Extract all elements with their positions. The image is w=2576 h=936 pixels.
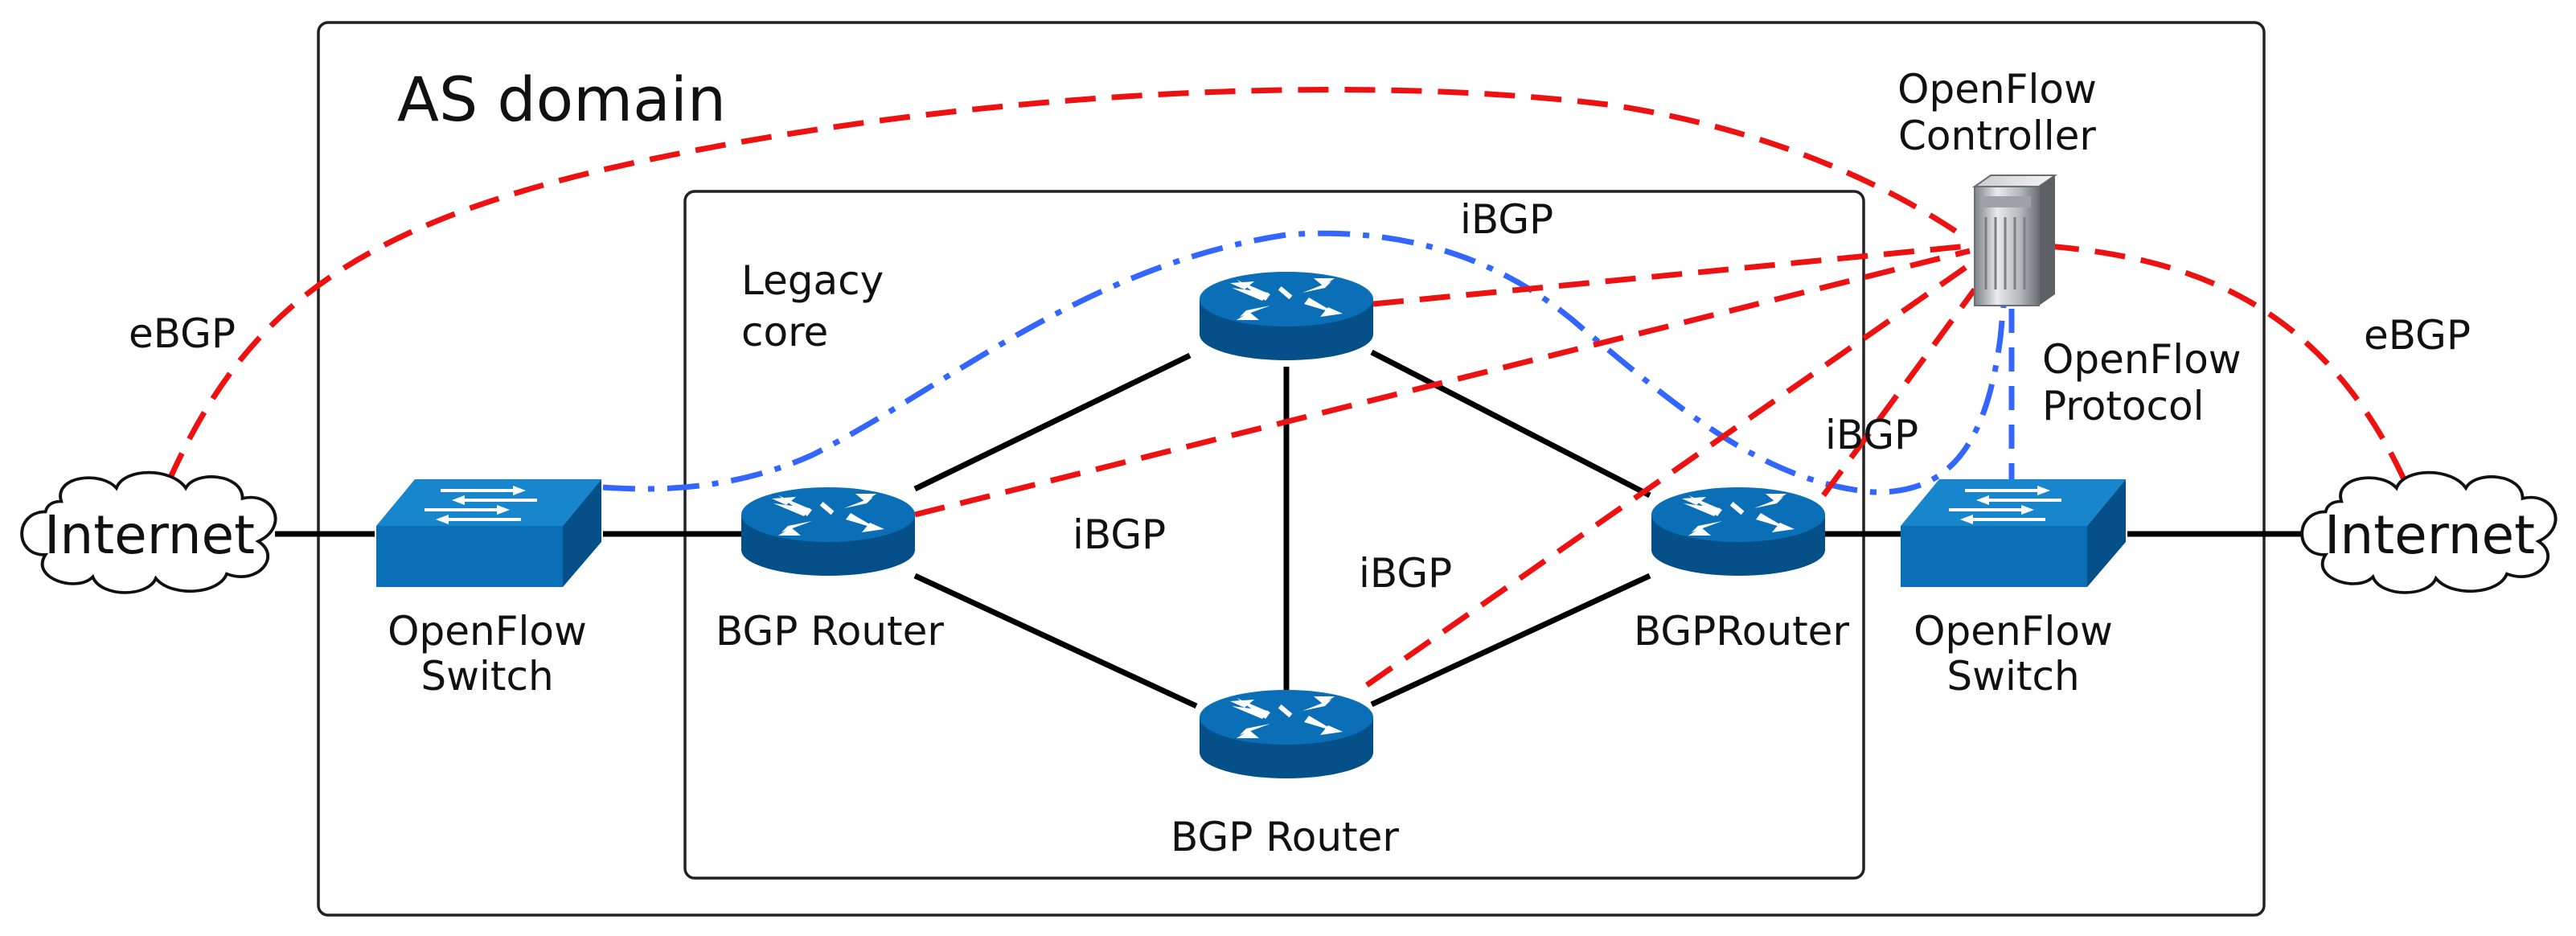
ibgp-middle-left-label: iBGP: [1073, 511, 1166, 558]
ibgp-session-router-top: [1372, 243, 1969, 307]
ibgp-session-router-left: [914, 248, 1971, 518]
internet-right-label: Internet: [2324, 504, 2535, 566]
router-left-label: BGP Router: [716, 608, 944, 655]
ibgp-session-router-bottom: [1364, 257, 1980, 688]
router-icon: [741, 487, 915, 576]
legacy-core-label-line1: Legacy: [741, 257, 884, 304]
switch-icon: [375, 478, 603, 589]
link-router-bottom-router-right: [1370, 573, 1651, 708]
switch-icon: [1899, 478, 2127, 589]
link-router-left-router-top: [913, 352, 1192, 492]
ebgp-session-right: [2048, 243, 2407, 481]
ebgp-left-label: eBGP: [129, 310, 236, 357]
bgp-sessions: [166, 87, 2407, 688]
openflow-controller: OpenFlow Controller: [1897, 66, 2097, 306]
ebgp-right-label: eBGP: [2364, 312, 2471, 359]
ibgp-middle-label: iBGP: [1359, 550, 1452, 597]
switch-left-label-line1: OpenFlow: [388, 608, 587, 655]
router-icon: [1651, 487, 1825, 576]
openflow-session-left-switch: [602, 230, 2007, 495]
as-domain-frame: [317, 21, 2266, 917]
openflow-protocol-label-line2: Protocol: [2042, 383, 2205, 429]
switch-right-label-line2: Switch: [1946, 653, 2079, 700]
ibgp-right-label: iBGP: [1825, 412, 1918, 458]
physical-links: [275, 349, 2303, 709]
bgp-router-left: BGP Router: [716, 487, 944, 655]
switch-left-label-line2: Switch: [420, 653, 553, 700]
openflow-sessions: [602, 230, 2015, 495]
internet-cloud-left: Internet: [20, 470, 277, 594]
router-bottom-label: BGP Router: [1171, 814, 1399, 860]
openflow-switch-left: OpenFlow Switch: [375, 478, 603, 700]
ibgp-session-router-right: [1821, 287, 1977, 498]
ebgp-session-left: [166, 87, 1970, 482]
openflow-protocol-label-line1: OpenFlow: [2042, 336, 2242, 383]
bgp-router-right: BGPRouter: [1634, 487, 1849, 655]
ibgp-top-label: iBGP: [1460, 196, 1553, 243]
controller-label-line2: Controller: [1898, 113, 2096, 159]
internet-cloud-right: Internet: [2300, 470, 2558, 594]
controller-label-line1: OpenFlow: [1897, 66, 2097, 113]
bgp-router-top: [1200, 272, 1373, 360]
as-domain-label: AS domain: [397, 64, 726, 135]
openflow-switch-right: OpenFlow Switch: [1899, 478, 2127, 700]
router-icon: [1200, 272, 1373, 360]
legacy-core-label-line2: core: [741, 309, 828, 355]
switch-right-label-line1: OpenFlow: [1914, 608, 2113, 655]
internet-left-label: Internet: [44, 504, 255, 566]
link-router-left-router-bottom: [913, 573, 1198, 709]
router-icon: [1200, 690, 1373, 778]
server-icon: [1971, 174, 2058, 306]
router-right-label: BGPRouter: [1634, 608, 1849, 655]
link-router-top-router-right: [1370, 349, 1651, 499]
bgp-router-bottom: BGP Router: [1171, 690, 1399, 860]
